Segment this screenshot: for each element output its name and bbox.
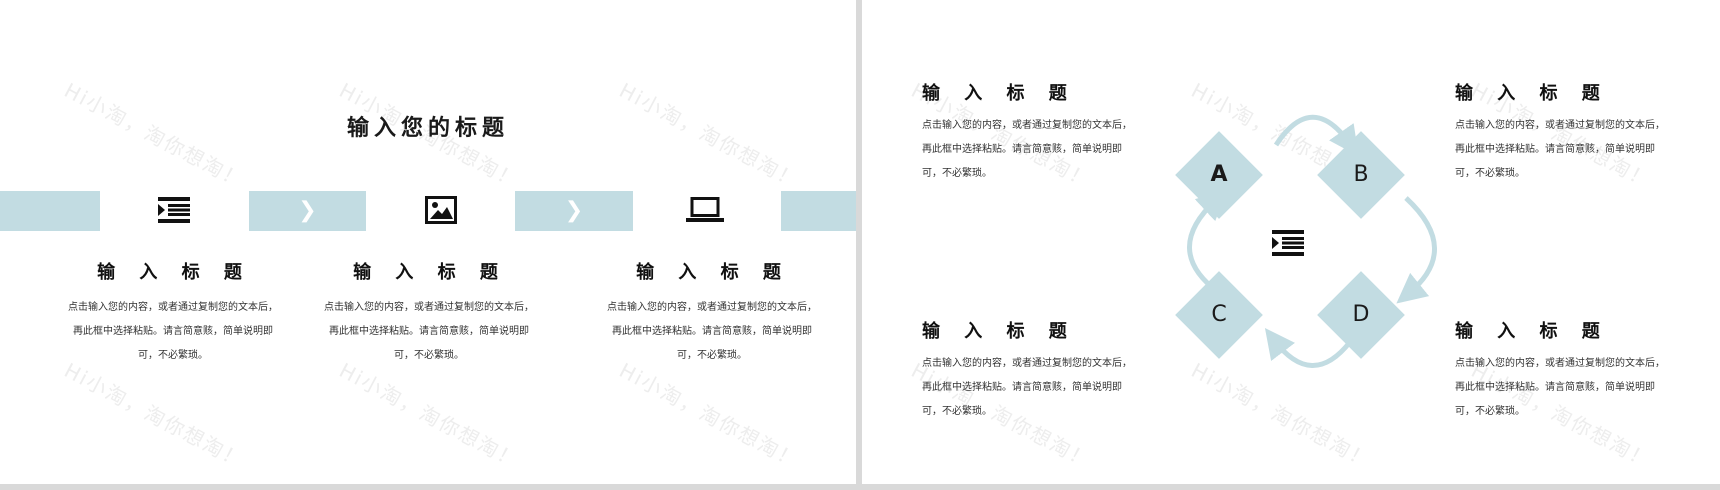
slide-cycle-diagram: Hi小淘，淘你想淘！ Hi小淘，淘你想淘！ Hi小淘，淘你想淘！ Hi小淘，淘你… bbox=[862, 0, 1720, 484]
chevron-right-icon: ❯ bbox=[298, 198, 317, 223]
arrow-b-to-d bbox=[1396, 196, 1437, 304]
item-title: 输 入 标 题 bbox=[922, 83, 1076, 104]
watermark: Hi小淘，淘你想淘！ bbox=[60, 358, 249, 474]
page-title: 输入您的标题 bbox=[346, 116, 509, 141]
list-icon bbox=[1272, 230, 1304, 256]
column-body-text: 点击输入您的内容，或者通过复制您的文本后，再此框中选择粘贴。请言简意赅，简单说明… bbox=[68, 302, 278, 361]
item-title: 输 入 标 题 bbox=[1455, 83, 1609, 104]
arrow-d-to-c bbox=[1264, 328, 1352, 368]
flow-band-segment bbox=[249, 191, 366, 231]
flow-band-segment bbox=[515, 191, 633, 231]
node-d-label: D bbox=[1352, 302, 1370, 327]
item-body-text: 点击输入您的内容，或者通过复制您的文本后，再此框中选择粘贴。请言简意赅，简单说明… bbox=[1455, 120, 1665, 179]
flow-band-segment bbox=[0, 191, 100, 231]
chevron-right-icon: ❯ bbox=[564, 198, 584, 223]
column-body-text: 点击输入您的内容，或者通过复制您的文本后，再此框中选择粘贴。请言简意赅，简单说明… bbox=[324, 302, 534, 361]
flow-band-segment bbox=[781, 191, 856, 231]
node-b-label: B bbox=[1353, 162, 1369, 187]
node-c-label: C bbox=[1211, 302, 1227, 327]
item-title: 输 入 标 题 bbox=[1455, 321, 1609, 342]
column-title: 输 入 标 题 bbox=[353, 262, 507, 283]
laptop-icon bbox=[686, 197, 724, 222]
cycle-arrows bbox=[1187, 114, 1437, 368]
image-icon bbox=[425, 196, 457, 224]
item-title: 输 入 标 题 bbox=[922, 321, 1076, 342]
item-body-text: 点击输入您的内容，或者通过复制您的文本后，再此框中选择粘贴。请言简意赅，简单说明… bbox=[922, 120, 1132, 179]
node-a-label: A bbox=[1210, 162, 1228, 187]
slide-process-flow: Hi小淘，淘你想淘！ Hi小淘，淘你想淘！ Hi小淘，淘你想淘！ Hi小淘，淘你… bbox=[0, 0, 856, 484]
column-title: 输 入 标 题 bbox=[97, 262, 251, 283]
arrow-a-to-b bbox=[1273, 114, 1359, 157]
column-body-text: 点击输入您的内容，或者通过复制您的文本后，再此框中选择粘贴。请言简意赅，简单说明… bbox=[607, 302, 817, 361]
watermark: Hi小淘，淘你想淘！ bbox=[615, 358, 804, 474]
list-icon bbox=[158, 197, 190, 223]
item-body-text: 点击输入您的内容，或者通过复制您的文本后，再此框中选择粘贴。请言简意赅，简单说明… bbox=[1455, 358, 1665, 417]
column-title: 输 入 标 题 bbox=[636, 262, 790, 283]
item-body-text: 点击输入您的内容，或者通过复制您的文本后，再此框中选择粘贴。请言简意赅，简单说明… bbox=[922, 358, 1132, 417]
watermark: Hi小淘，淘你想淘！ bbox=[335, 358, 524, 474]
